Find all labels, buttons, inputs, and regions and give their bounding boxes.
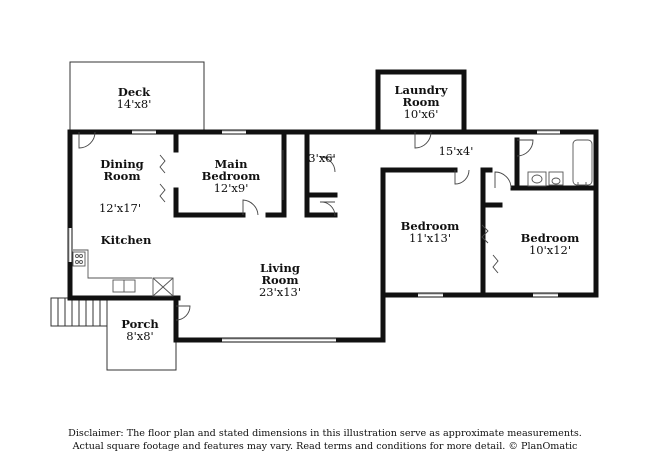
laundry-dims: 10'x6' xyxy=(404,107,439,121)
bedroom-2-dims: 11'x13' xyxy=(409,231,451,245)
dining-label-1: Dining xyxy=(100,157,143,171)
porch-outline xyxy=(106,298,177,371)
deck-outline xyxy=(69,61,205,132)
walls xyxy=(67,69,599,343)
disclaimer: Disclaimer: The floor plan and stated di… xyxy=(0,427,650,453)
disclaimer-line-1: Disclaimer: The floor plan and stated di… xyxy=(68,428,582,439)
bathroom-fixtures xyxy=(527,139,593,187)
living-label-1: Living xyxy=(260,261,300,275)
bedroom-3-label: Bedroom xyxy=(521,231,580,245)
porch-label: Porch xyxy=(121,317,159,331)
living-dims: 23'x13' xyxy=(259,285,301,299)
disclaimer-line-2: Actual square footage and features may v… xyxy=(72,441,578,452)
dining-dims: 12'x17' xyxy=(99,201,141,215)
kitchen-label: Kitchen xyxy=(101,233,152,247)
window-lines xyxy=(68,130,560,342)
door-swings xyxy=(78,131,534,321)
bedroom-3-dims: 10'x12' xyxy=(529,243,571,257)
dining-label-2: Room xyxy=(103,169,140,183)
bedroom-2-label: Bedroom xyxy=(401,219,460,233)
laundry-label-2: Room xyxy=(402,95,439,109)
hall-dims: 15'x4' xyxy=(439,144,474,158)
main-bedroom-dims: 12'x9' xyxy=(214,181,249,195)
deck-label: Deck xyxy=(118,85,151,99)
room-labels: Deck 14'x8' Laundry Room 10'x6' Dining R… xyxy=(99,83,579,343)
main-bedroom-label-1: Main xyxy=(215,157,249,171)
laundry-label-1: Laundry xyxy=(394,83,447,97)
kitchen-fixtures xyxy=(72,249,174,297)
main-bedroom-label-2: Bedroom xyxy=(202,169,261,183)
closet-dims: 3'x6' xyxy=(308,151,335,165)
living-label-2: Room xyxy=(261,273,298,287)
deck-dims: 14'x8' xyxy=(117,97,152,111)
closet-bifold-doors xyxy=(159,150,499,274)
porch-dims: 8'x8' xyxy=(126,329,153,343)
porch-stairs xyxy=(50,297,108,327)
windows xyxy=(68,130,560,342)
